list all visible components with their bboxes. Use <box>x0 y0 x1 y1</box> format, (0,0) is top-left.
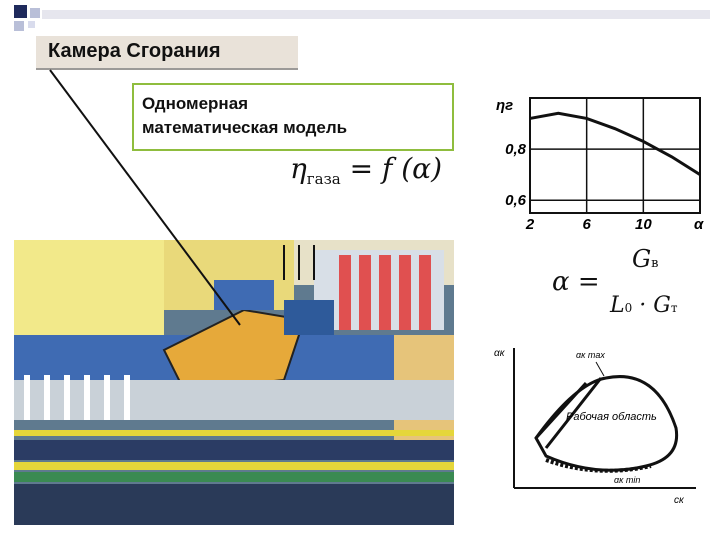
arrows-down <box>283 245 315 280</box>
l0-symbol: L <box>610 293 625 318</box>
ylabel-alpha-k: αк <box>494 348 506 359</box>
gv-symbol: G <box>632 245 652 273</box>
model-caption: Одномерная математическая модель <box>142 92 347 140</box>
alpha-denominator: L0 · Gт <box>610 293 677 318</box>
l0-subscript: 0 <box>624 301 633 315</box>
alpha-lhs: α = <box>552 267 600 297</box>
model-box <box>132 83 454 151</box>
model-caption-line2: математическая модель <box>142 118 348 137</box>
y-tick-label: 0,6 <box>505 192 527 209</box>
eta-subscript: газа <box>306 170 341 188</box>
gt-symbol: · G <box>632 293 671 318</box>
turbine-blades-red <box>339 255 431 330</box>
title-banner <box>36 36 298 70</box>
x-tick-label: 6 <box>582 216 591 233</box>
model-caption-line1: Одномерная <box>142 94 249 113</box>
operating-region-chart: αк cк αк max Рабочая область αк min <box>494 348 696 506</box>
y-tick-label: 0,8 <box>505 141 527 158</box>
efficiency-series-line <box>529 111 701 176</box>
label-working-region: Рабочая область <box>566 411 657 423</box>
xlabel-ck: cк <box>674 495 685 506</box>
corner-squares-decoration <box>14 5 710 31</box>
label-alpha-min: αк min <box>614 475 640 485</box>
compressor-blades <box>24 375 130 420</box>
hatch-top <box>534 377 603 449</box>
alpha-numerator: Gв <box>632 245 659 273</box>
x-tick-label: 2 <box>525 216 535 233</box>
x-tick-label: 10 <box>635 216 652 233</box>
slide-title: Камера Сгорания <box>48 40 221 62</box>
alpha-formula: α = Gв L0 · Gт <box>552 245 702 325</box>
formula-rhs: = f (α) <box>349 152 443 185</box>
region-boundary <box>534 375 679 472</box>
efficiency-chart: 2 6 10 0,8 0,6 ηг α <box>496 97 704 233</box>
eta-symbol: η <box>290 152 307 185</box>
gv-subscript: в <box>651 256 659 271</box>
engine-cutaway-drawing <box>14 240 454 525</box>
y-axis-label: ηг <box>496 97 513 114</box>
x-axis-label: α <box>694 216 704 233</box>
gt-subscript: т <box>670 301 678 315</box>
efficiency-formula: ηгаза = f (α) <box>290 152 442 188</box>
hatch-bottom <box>545 458 652 473</box>
label-alpha-max: αк max <box>576 350 605 360</box>
